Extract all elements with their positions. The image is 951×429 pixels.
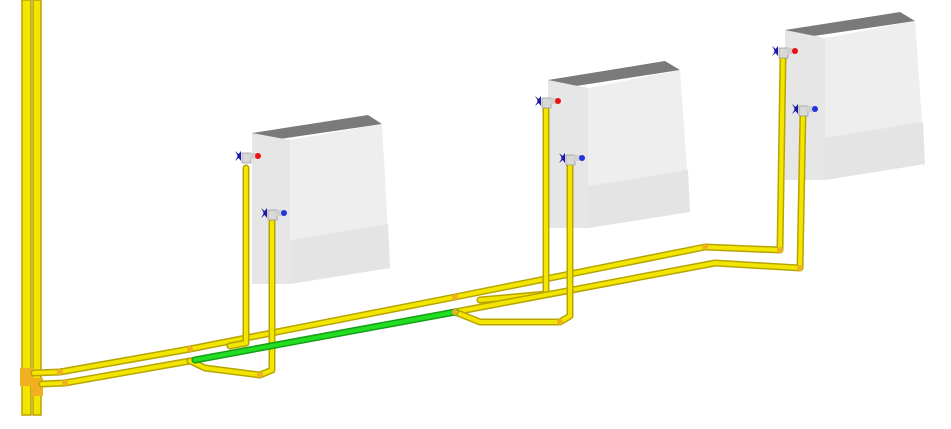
hot-water-valve-icon[interactable] — [535, 96, 561, 109]
boiler-top — [252, 115, 382, 141]
fitting — [452, 294, 458, 300]
riser-fitting — [20, 368, 34, 386]
fitting — [797, 265, 803, 271]
boiler-2[interactable] — [548, 61, 690, 228]
boiler-front-left — [548, 80, 588, 228]
hot-water-valve-icon[interactable] — [772, 46, 798, 59]
fitting — [62, 380, 68, 386]
riser-pipe-1[interactable] — [21, 0, 32, 416]
riser-pipes[interactable] — [20, 0, 43, 416]
fitting — [557, 319, 563, 325]
cold-water-valve-icon[interactable] — [559, 153, 585, 166]
boiler-top — [785, 12, 915, 38]
fitting — [187, 346, 193, 352]
cold-water-valve-icon[interactable] — [261, 208, 287, 221]
pipe-fittings — [57, 244, 803, 386]
cold-water-valve-icon[interactable] — [792, 104, 818, 117]
boiler-lower-shade — [290, 224, 390, 284]
boiler-3[interactable] — [785, 12, 925, 180]
fitting — [777, 247, 783, 253]
fitting — [57, 369, 63, 375]
fitting — [257, 372, 263, 378]
green-segment[interactable] — [191, 308, 459, 364]
fitting — [702, 244, 708, 250]
fitting — [452, 309, 458, 315]
hot-water-valve-icon[interactable] — [235, 151, 261, 164]
boiler-1[interactable] — [252, 115, 390, 284]
riser-pipe-2[interactable] — [32, 0, 42, 416]
boiler-top — [548, 61, 680, 88]
boiler-lower-shade — [588, 170, 690, 228]
boiler-front-left — [252, 133, 290, 284]
boiler-front-left — [785, 30, 825, 180]
boiler-lower-shade — [825, 122, 925, 180]
